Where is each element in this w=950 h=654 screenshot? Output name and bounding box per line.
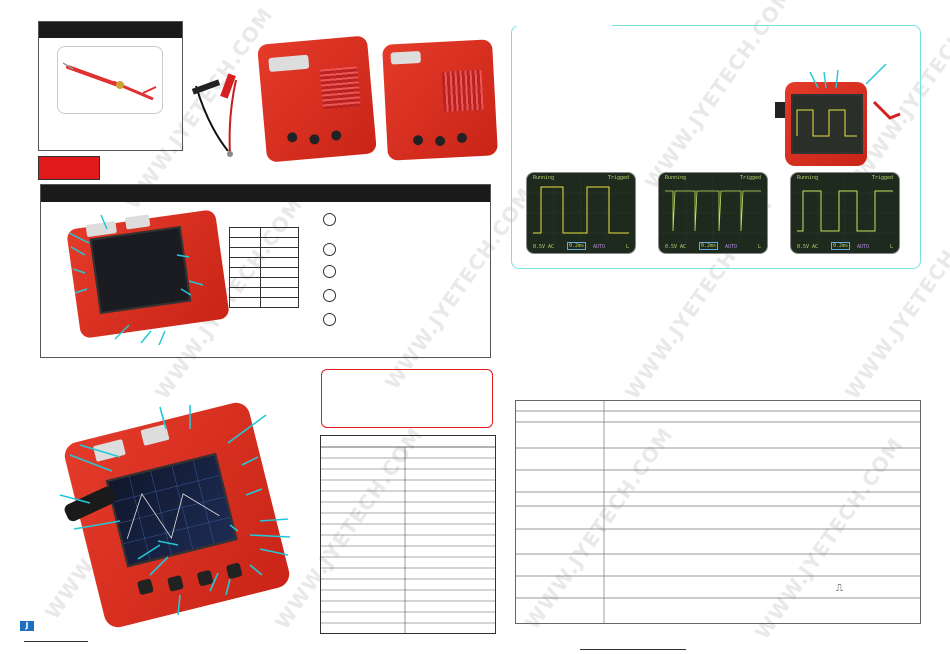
- clip-panel-header: [39, 22, 182, 38]
- waveform-screen-2: Running Trigged 0.5V AC 0.2ms AUTO L: [658, 172, 768, 254]
- overview-table: [229, 227, 299, 308]
- clip-photo: [62, 62, 157, 101]
- voltage-setting: 0.5V AC: [533, 244, 555, 250]
- status-trigged: Trigged: [739, 175, 761, 181]
- step-marker: [323, 243, 336, 256]
- step-marker: [323, 313, 336, 326]
- pulse-symbol: ⎍: [836, 583, 843, 594]
- status-trigged: Trigged: [871, 175, 893, 181]
- clip-panel: [38, 21, 183, 151]
- trigger-edge: L: [625, 244, 629, 250]
- assembled-scope-photo: [775, 82, 867, 166]
- waveform-panel: Running Trigged 0.5V AC 0.2ms AUTO L Run…: [511, 24, 921, 269]
- board-photo-2: [382, 39, 498, 161]
- step-marker: [323, 213, 336, 226]
- status-running: Running: [665, 175, 687, 181]
- note-box: [321, 369, 493, 428]
- step-marker: [323, 265, 336, 278]
- status-running: Running: [797, 175, 819, 181]
- waveform-screen-1: Running Trigged 0.5V AC 0.2ms AUTO L: [526, 172, 636, 254]
- timebase-setting: 0.2ms: [567, 242, 587, 250]
- jye-logo: J: [20, 621, 34, 631]
- waveform-panel-tab: [512, 24, 612, 26]
- main-board-lcd: [105, 452, 238, 568]
- main-board-callouts: [59, 405, 291, 616]
- board-photo-1: [257, 35, 377, 163]
- scope-callouts: [809, 63, 901, 120]
- status-trigged: Trigged: [607, 175, 629, 181]
- trigger-mode: AUTO: [593, 244, 606, 250]
- red-label-box: [38, 156, 100, 180]
- step-marker: [323, 289, 336, 302]
- trigger-mode: AUTO: [725, 244, 738, 250]
- overview-callout-lines: [68, 214, 204, 346]
- status-running: Running: [533, 175, 555, 181]
- spec-table: ⎍: [515, 400, 921, 624]
- timebase-setting: 0.2ms: [831, 242, 851, 250]
- underline: [24, 641, 88, 642]
- clip-photo-frame: [57, 46, 163, 114]
- underline: [580, 649, 686, 650]
- board-overview-panel: [40, 184, 491, 358]
- trigger-mode: AUTO: [857, 244, 870, 250]
- trigger-edge: L: [889, 244, 893, 250]
- probe-cable-photo: [191, 73, 237, 157]
- waveform-screen-3: Running Trigged 0.5V AC 0.2ms AUTO L: [790, 172, 900, 254]
- main-board-photo: [61, 399, 293, 631]
- voltage-setting: 0.5V AC: [665, 244, 687, 250]
- trigger-edge: L: [757, 244, 761, 250]
- timebase-setting: 0.2ms: [699, 242, 719, 250]
- board-overview-header: [41, 185, 490, 202]
- voltage-setting: 0.5V AC: [797, 244, 819, 250]
- parts-table: [320, 435, 496, 634]
